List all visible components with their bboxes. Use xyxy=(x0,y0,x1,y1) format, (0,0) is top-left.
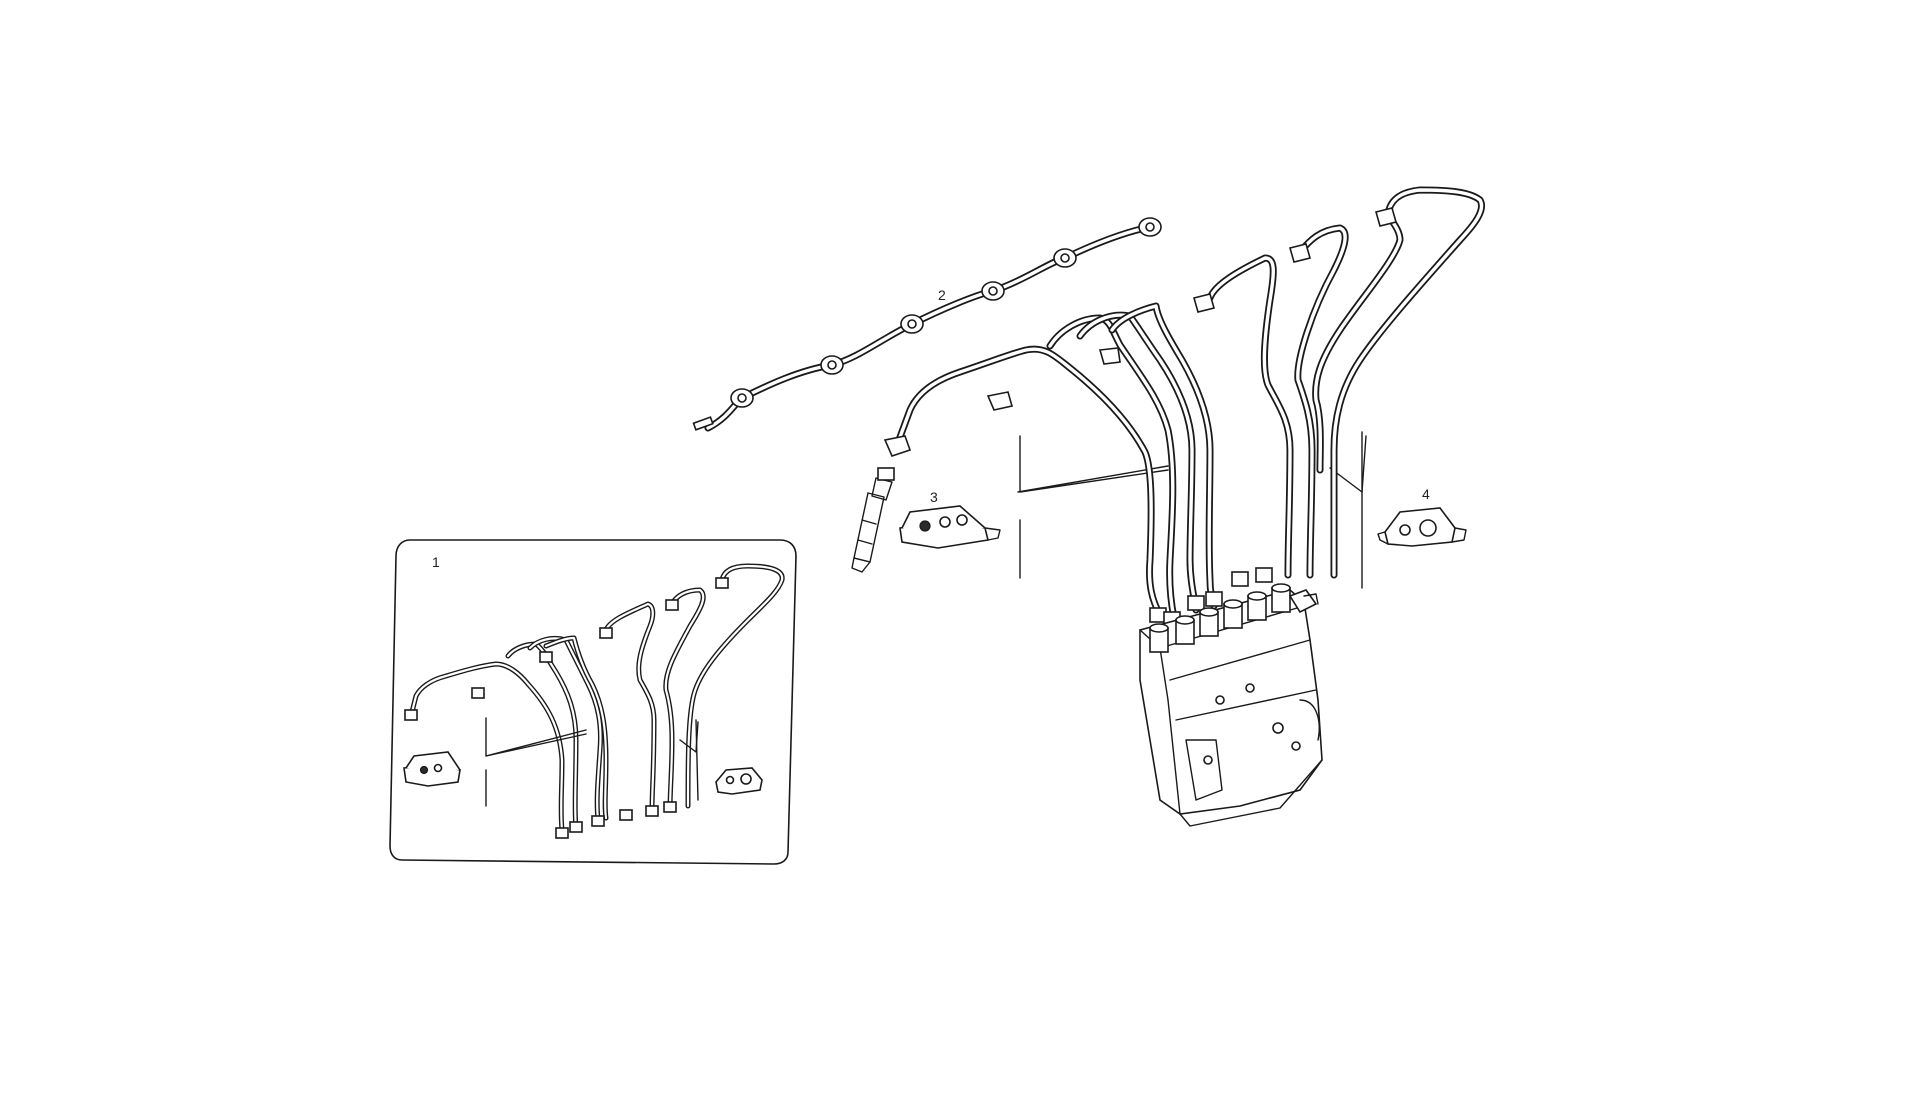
banjo-fitting xyxy=(1053,248,1077,268)
pipe-nut xyxy=(1193,293,1215,313)
delivery-valve xyxy=(1271,583,1291,613)
delivery-valve xyxy=(1149,623,1169,653)
kit-inset-panel: 1 xyxy=(389,539,797,865)
pipe-nut xyxy=(1375,207,1397,227)
pipe-clamp-4: 4 xyxy=(1377,486,1467,547)
delivery-valve xyxy=(1199,607,1219,637)
delivery-valve xyxy=(1175,615,1195,645)
pipe-nut xyxy=(1187,595,1205,611)
return-line-assembly: 2 xyxy=(692,217,1162,432)
pipe-nut xyxy=(883,435,912,457)
pipe-nut xyxy=(986,391,1014,411)
injection-pipe-set xyxy=(883,186,1485,627)
callout-4: 4 xyxy=(1422,486,1430,502)
pipe-nut xyxy=(1205,591,1223,607)
banjo-fitting xyxy=(1138,217,1162,237)
callout-3: 3 xyxy=(930,489,938,505)
pipe-clamp-3: 3 xyxy=(899,489,1001,549)
pipe-nut xyxy=(1098,347,1121,365)
banjo-fitting xyxy=(900,314,924,334)
injection-pump xyxy=(1139,583,1323,827)
delivery-valve xyxy=(1247,591,1267,621)
callout-1: 1 xyxy=(432,554,440,570)
pipe-nut xyxy=(1289,243,1311,263)
callout-2: 2 xyxy=(938,287,946,303)
banjo-fitting xyxy=(820,355,844,375)
kit-clamp-right xyxy=(715,767,763,795)
leader-lines xyxy=(1017,431,1367,589)
injector-nozzle xyxy=(851,467,895,573)
delivery-valve xyxy=(1223,599,1243,629)
banjo-fitting xyxy=(981,281,1005,301)
pipe-nut xyxy=(1255,567,1273,583)
kit-clamp-left xyxy=(403,751,461,787)
banjo-fitting xyxy=(730,388,754,408)
pipe-nut xyxy=(1231,571,1249,587)
kit-pipe-set xyxy=(404,563,785,839)
